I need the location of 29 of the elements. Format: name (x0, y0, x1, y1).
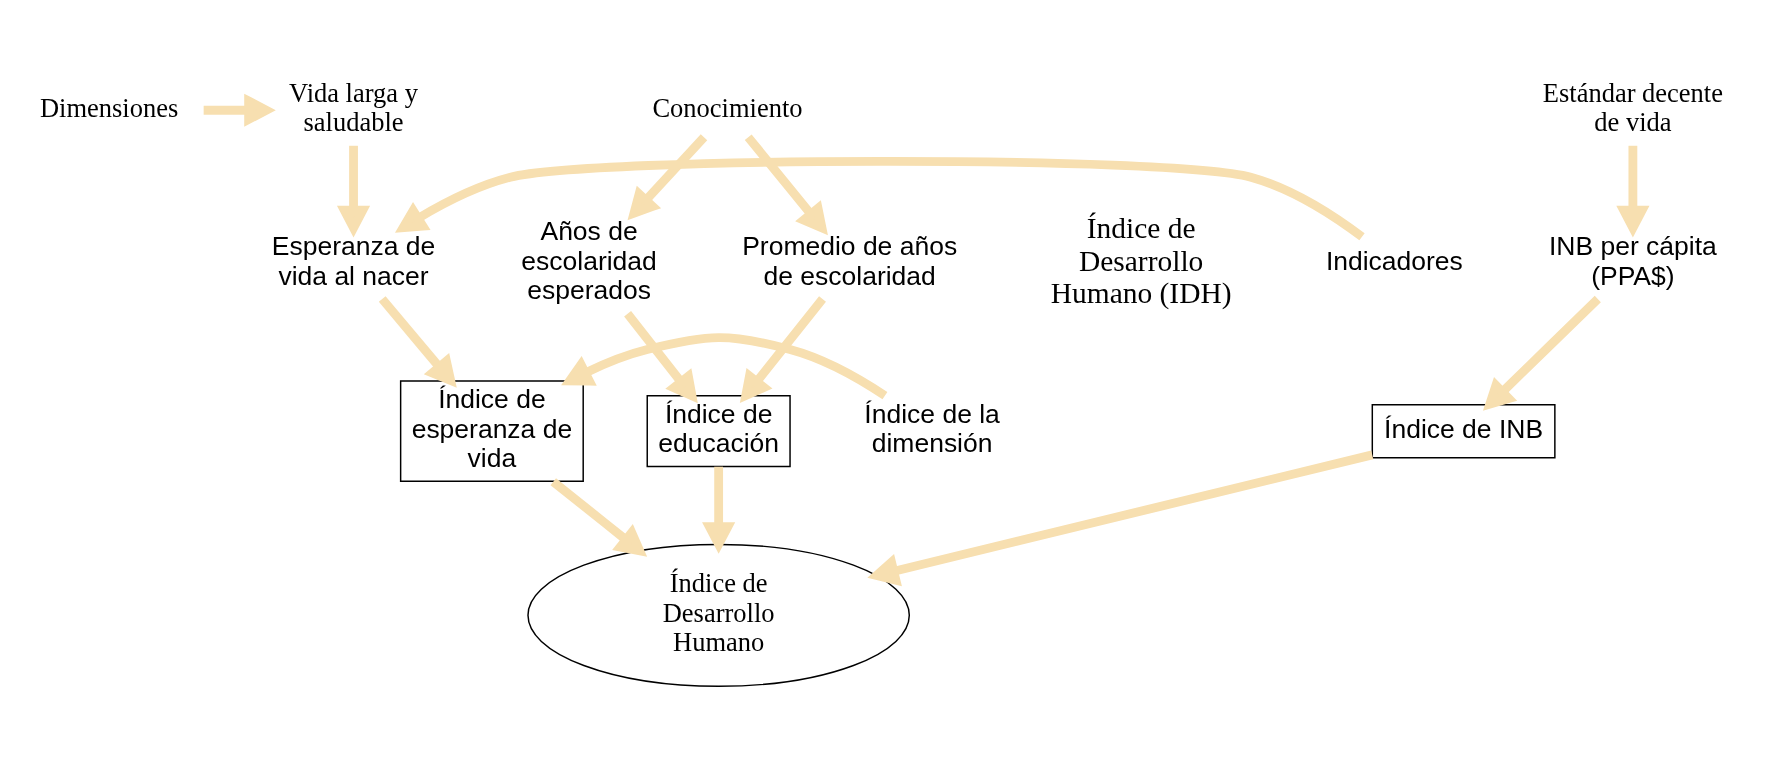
arrow (739, 296, 826, 403)
node-text: Conocimiento (652, 92, 803, 123)
node-box: Índice de educación (646, 395, 791, 468)
node-text: Vida larga y saludable (289, 77, 418, 138)
node-text: Dimensiones (39, 92, 179, 123)
node-text: Promedio de años de escolaridad (742, 231, 958, 291)
arrow (744, 134, 828, 236)
node-box: Índice de INB (1371, 403, 1556, 459)
node-box: Índice de esperanza de vida (399, 380, 584, 482)
node-text: Índice de la dimensión (864, 398, 1000, 459)
node-text: Indicadores (1325, 245, 1463, 276)
arrow (203, 93, 276, 127)
arrow (1616, 145, 1650, 238)
arrow (561, 333, 888, 400)
arrow (624, 311, 698, 404)
arrow (378, 296, 457, 388)
arrow (867, 450, 1374, 587)
node-text: Estándar decente de vida (1542, 77, 1723, 138)
arrow (336, 145, 371, 238)
arrow (394, 156, 1365, 241)
node-text: Años de escolaridad esperados (521, 216, 657, 306)
arrow (627, 134, 708, 221)
node-text: INB per cápita (PPA$) (1548, 231, 1717, 291)
arrow (1482, 295, 1601, 411)
label: Índice de Desarrollo Humano (IDH) (1050, 212, 1232, 310)
arrow (550, 478, 648, 557)
node-ellipse: Índice de Desarrollo Humano (527, 543, 911, 687)
node-text: Esperanza de vida al nacer (271, 231, 436, 291)
arrow (702, 466, 736, 554)
